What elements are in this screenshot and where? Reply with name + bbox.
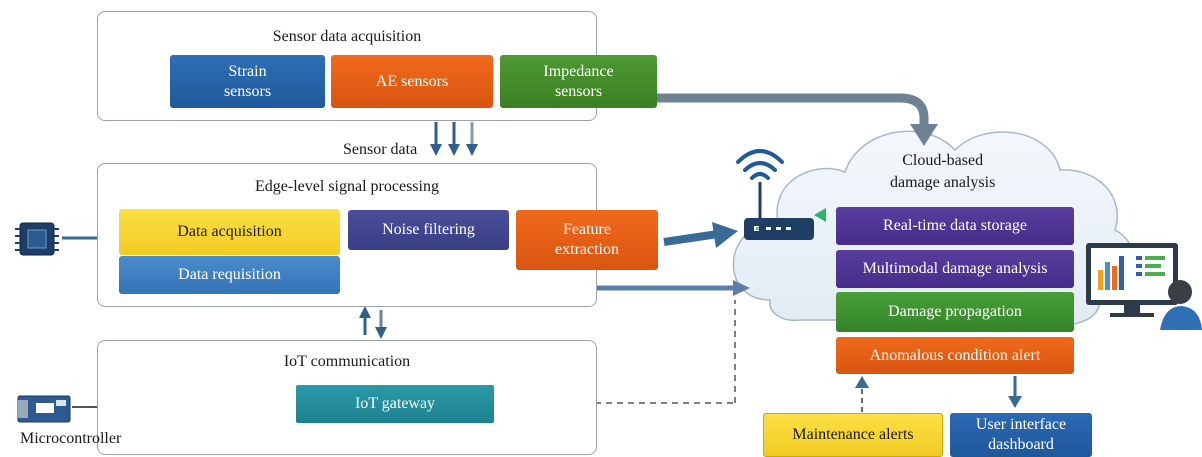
data-acquisition-box: Data acquisition — [119, 209, 340, 255]
feature-extraction-box: Feature extraction — [516, 210, 658, 270]
anomalous-alert-box: Anomalous condition alert — [836, 337, 1074, 374]
iot-panel-title: IoT communication — [283, 353, 411, 370]
sensor-to-cloud-arrow — [598, 93, 938, 146]
gateway-dashed-line — [496, 300, 736, 404]
impedance-sensors-box: Impedance sensors — [500, 55, 657, 108]
sensor-panel-title: Sensor data acquisition — [272, 28, 422, 45]
iot-gateway-box: IoT gateway — [296, 385, 494, 423]
realtime-storage-box: Real-time data storage — [836, 207, 1074, 245]
sensor-data-arrows — [430, 122, 478, 156]
multimodal-analysis-box: Multimodal damage analysis — [836, 250, 1074, 288]
maintenance-alerts-box: Maintenance alerts — [763, 413, 943, 457]
edge-iot-arrows — [359, 306, 387, 339]
strain-sensors-box: Strain sensors — [170, 55, 325, 108]
data-requisition-box: Data requisition — [119, 256, 340, 294]
ae-sensors-box: AE sensors — [331, 55, 493, 108]
noise-filtering-box: Noise filtering — [348, 210, 509, 250]
edge-panel-title: Edge-level signal processing — [255, 178, 439, 195]
dashboard-down-arrow — [1008, 376, 1022, 408]
maintenance-up-arrow — [855, 376, 869, 412]
user-interface-dashboard-box: User interface dashboard — [950, 413, 1092, 457]
cloud-title: Cloud-based damage analysis — [890, 152, 996, 191]
feature-to-router-arrow — [663, 222, 738, 248]
damage-propagation-box: Damage propagation — [836, 292, 1074, 332]
microcontroller-label: Microcontroller — [20, 430, 122, 447]
sensor-data-label: Sensor data — [343, 141, 418, 158]
